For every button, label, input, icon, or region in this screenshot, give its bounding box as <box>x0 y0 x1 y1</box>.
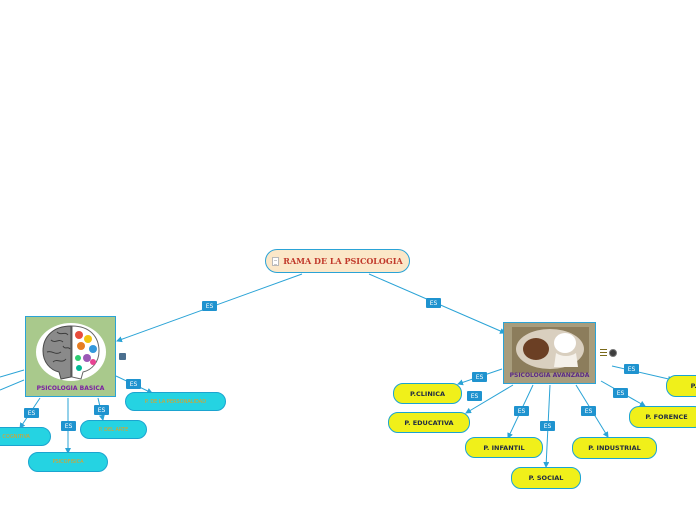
connector-label[interactable]: ES <box>514 406 529 416</box>
document-icon <box>272 256 280 266</box>
connector-label[interactable]: ES <box>202 301 217 311</box>
topic-p-i[interactable]: P. I <box>666 375 696 397</box>
connector-label[interactable]: ES <box>472 372 487 382</box>
topic-p-personalidad[interactable]: P. DE LA PERSONALIDAD <box>125 392 226 411</box>
topic-psicologia-avanzada[interactable]: PSICOLOGIA AVANZADA <box>503 322 596 384</box>
connector-label[interactable]: ES <box>126 379 141 389</box>
root-topic-label: RAMA DE LA PSICOLOGIA <box>283 256 403 266</box>
connector-label[interactable]: ES <box>581 406 596 416</box>
topic-psicologia-basica[interactable]: PSICOLOGIA BASICA <box>25 316 116 397</box>
connector-label[interactable]: ES <box>613 388 628 398</box>
topic-p-forence[interactable]: P. FORENCE <box>629 406 696 428</box>
connector-label[interactable]: ES <box>24 408 39 418</box>
topic-psicofisica[interactable]: PSICOFISICA <box>28 452 108 472</box>
topic-p-industrial[interactable]: P. INDUSTRIAL <box>572 437 657 459</box>
brain-illustration <box>36 323 106 381</box>
topic-p-infantil[interactable]: P. INFANTIL <box>465 437 543 458</box>
link-basica-left-2 <box>0 379 25 391</box>
connector-label[interactable]: ES <box>540 421 555 431</box>
connector-label[interactable]: ES <box>61 421 76 431</box>
link-avanzada-educativa <box>465 384 514 414</box>
note-icon[interactable] <box>119 353 126 360</box>
topic-psicologia-avanzada-label: PSICOLOGIA AVANZADA <box>509 372 590 379</box>
link-icon[interactable] <box>609 349 617 357</box>
connector-label[interactable]: ES <box>94 405 109 415</box>
connector-label[interactable]: ES <box>426 298 441 308</box>
topic-p-cognitiva[interactable]: P. COGNITIVA <box>0 427 51 446</box>
link-basica-left-1 <box>0 369 25 378</box>
connector-label[interactable]: ES <box>624 364 639 374</box>
topic-p-clinica[interactable]: P.CLINICA <box>393 383 462 404</box>
list-icon[interactable] <box>600 349 607 356</box>
topic-p-social[interactable]: P. SOCIAL <box>511 467 581 489</box>
photo-illustration <box>512 327 589 373</box>
connector-label[interactable]: ES <box>467 391 482 401</box>
topic-p-educativa[interactable]: P. EDUCATIVA <box>388 412 470 433</box>
root-topic[interactable]: RAMA DE LA PSICOLOGIA <box>265 249 410 273</box>
topic-p-arte[interactable]: P. DEL ARTE <box>80 420 147 439</box>
topic-psicologia-basica-label: PSICOLOGIA BASICA <box>36 385 105 392</box>
link-avanzada-pi <box>611 365 674 382</box>
